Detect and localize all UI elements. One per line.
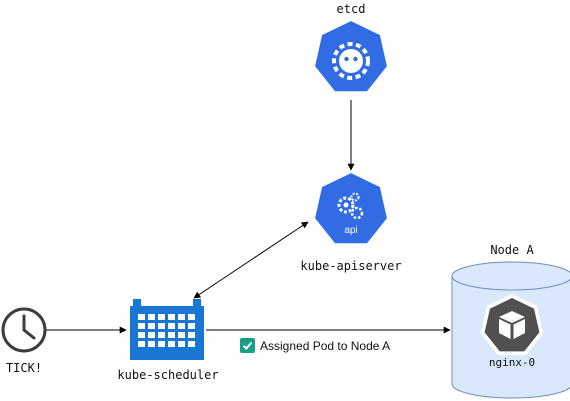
pod-label: nginx-0	[488, 356, 536, 369]
apiserver-label: kube-apiserver	[300, 259, 402, 273]
calendar-icon	[130, 299, 204, 360]
api-badge-text: api	[344, 225, 357, 236]
apiserver-scheduler-arrow	[193, 221, 309, 299]
checkbox-icon	[240, 338, 255, 353]
pod-icon	[480, 294, 544, 356]
clock-icon	[1, 307, 47, 353]
node-label: Node A	[490, 243, 534, 257]
assigned-status: Assigned Pod to Node A	[240, 338, 390, 353]
api-icon: api	[313, 171, 389, 246]
etcd-icon	[313, 19, 389, 94]
assigned-text: Assigned Pod to Node A	[260, 338, 391, 353]
tick-label: TICK!	[5, 361, 43, 375]
scheduler-label: kube-scheduler	[117, 368, 219, 382]
etcd-label: etcd	[336, 2, 366, 16]
